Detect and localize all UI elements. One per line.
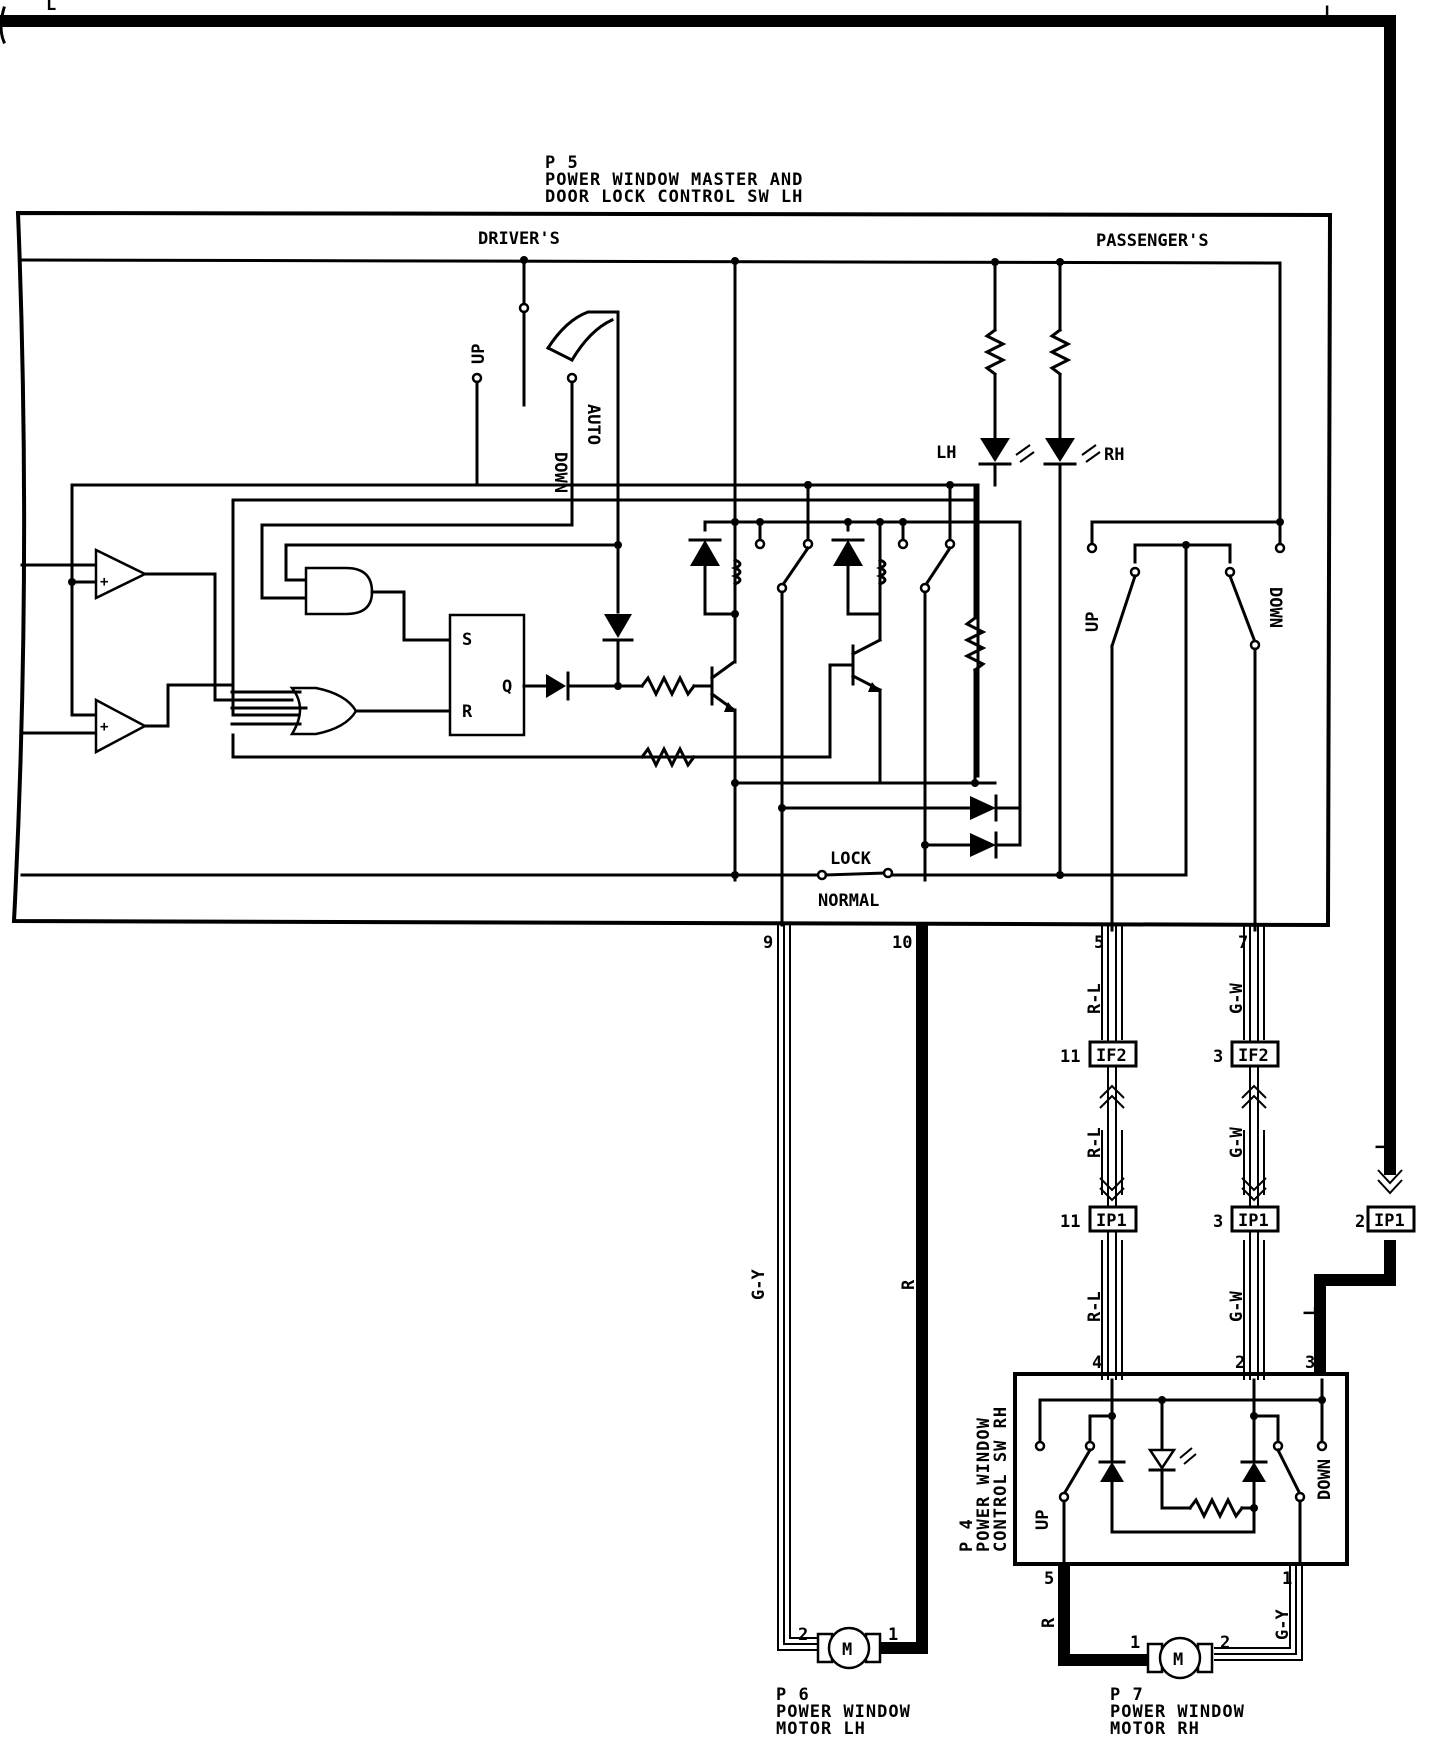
motor-rh: M 1 2 xyxy=(1130,1633,1230,1680)
connector-if2-b: 3 IF2 xyxy=(1213,1040,1280,1068)
wire-label-gw-3: G-W xyxy=(1227,1291,1247,1322)
ip1-b-pin: 3 xyxy=(1213,1212,1223,1232)
motor-lh-name-2: MOTOR LH xyxy=(776,1719,866,1739)
flipflop-r: R xyxy=(462,702,473,722)
drivers-up-label: UP xyxy=(469,344,489,364)
control-switch-rh-wiring xyxy=(1034,1378,1328,1566)
ip1-a-label: IP1 xyxy=(1096,1211,1127,1231)
if2-a-pin: 11 xyxy=(1060,1047,1080,1067)
control-switch-rh-pin-5: 5 xyxy=(1044,1569,1054,1589)
wire-label-rl-3: R-L xyxy=(1085,1291,1105,1322)
lock-label: LOCK xyxy=(830,849,872,869)
wire-rl xyxy=(1099,925,1125,1380)
ip1-b-label: IP1 xyxy=(1238,1211,1269,1231)
motor-lh-symbol: M xyxy=(842,1640,852,1660)
connector-ip1-b: 3 IP1 xyxy=(1213,1205,1280,1233)
wire-label-l-top-left: L xyxy=(46,0,56,15)
motor-lh-pin-2: 2 xyxy=(798,1625,808,1645)
led-rh-label: RH xyxy=(1104,445,1124,465)
wire-label-l-top-right: L xyxy=(1324,3,1334,23)
motor-rh-symbol: M xyxy=(1173,1650,1183,1670)
motor-lh-pin-1: 1 xyxy=(888,1625,898,1645)
led-lh-label: LH xyxy=(936,443,956,463)
control-switch-rh-pin-2: 2 xyxy=(1235,1353,1245,1373)
motor-rh-name-1: POWER WINDOW xyxy=(1110,1702,1245,1722)
ip1-c-label: IP1 xyxy=(1374,1211,1405,1231)
control-switch-rh-name-1: POWER WINDOW xyxy=(974,1417,994,1552)
master-pin-5: 5 xyxy=(1094,933,1104,953)
connector-if2-a: 11 IF2 xyxy=(1060,1040,1138,1068)
control-switch-rh-up-label: UP xyxy=(1033,1510,1053,1530)
master-pin-9: 9 xyxy=(763,933,773,953)
ip1-a-pin: 11 xyxy=(1060,1212,1080,1232)
control-switch-rh-title: P 4 POWER WINDOW CONTROL SW RH xyxy=(957,1406,1011,1552)
wire-label-r-bottom: R xyxy=(1039,1617,1059,1628)
wire-label-r-left: R xyxy=(899,1279,919,1290)
flipflop-s: S xyxy=(462,630,472,650)
motor-lh-name-1: POWER WINDOW xyxy=(776,1702,911,1722)
motor-lh-title: P 6 POWER WINDOW MOTOR LH xyxy=(776,1685,911,1739)
drivers-auto-label: AUTO xyxy=(583,404,603,445)
master-switch-name-2: DOOR LOCK CONTROL SW LH xyxy=(545,187,803,207)
if2-b-label: IF2 xyxy=(1238,1046,1269,1066)
control-switch-rh-code: P 4 xyxy=(957,1518,977,1552)
master-switch-title: P 5 POWER WINDOW MASTER AND DOOR LOCK CO… xyxy=(545,153,803,207)
master-switch-name-1: POWER WINDOW MASTER AND xyxy=(545,170,803,190)
wire-gy-bottom xyxy=(1214,1564,1303,1661)
master-pin-10: 10 xyxy=(892,933,912,953)
master-switch-code: P 5 xyxy=(545,153,579,173)
ip1-c-pin: 2 xyxy=(1355,1212,1365,1232)
master-switch-outline xyxy=(11,210,1333,928)
motor-rh-name-2: MOTOR RH xyxy=(1110,1719,1200,1739)
wire-r-left xyxy=(880,925,928,1654)
if2-a-label: IF2 xyxy=(1096,1046,1127,1066)
comp2-symbol: + xyxy=(100,719,108,735)
drivers-down-label: DOWN xyxy=(550,452,570,493)
wire-gy-left xyxy=(777,925,818,1651)
wire-label-gy-left: G-Y xyxy=(749,1269,769,1300)
control-switch-rh-outline xyxy=(1013,1372,1349,1566)
control-switch-rh-down-label: DOWN xyxy=(1315,1459,1335,1500)
control-switch-rh-pin-3: 3 xyxy=(1305,1353,1315,1373)
wire-label-gy-bottom: G-Y xyxy=(1273,1609,1293,1640)
control-switch-rh-name-2: CONTROL SW RH xyxy=(991,1406,1011,1552)
wire-label-rl-2: R-L xyxy=(1085,1127,1105,1158)
wire-gw xyxy=(1241,925,1267,1380)
wire-l-top xyxy=(0,6,1403,1195)
passengers-up-label: UP xyxy=(1083,612,1103,632)
drivers-label: DRIVER'S xyxy=(478,229,560,249)
comp1-symbol: + xyxy=(100,574,108,590)
wire-label-gw-1: G-W xyxy=(1227,983,1247,1014)
if2-b-pin: 3 xyxy=(1213,1047,1223,1067)
wire-label-rl-1: R-L xyxy=(1085,983,1105,1014)
motor-rh-pin-2: 2 xyxy=(1220,1633,1230,1653)
control-switch-rh-pin-1: 1 xyxy=(1282,1569,1292,1589)
motor-rh-pin-1: 1 xyxy=(1130,1633,1140,1653)
wire-l-lower xyxy=(1314,1240,1396,1376)
motor-rh-title: P 7 POWER WINDOW MOTOR RH xyxy=(1110,1685,1245,1739)
connector-ip1-a: 11 IP1 xyxy=(1060,1205,1138,1233)
control-switch-rh-pin-4: 4 xyxy=(1092,1353,1102,1373)
wire-label-l-lower: L xyxy=(1301,1306,1321,1316)
wire-label-l-vertical: L xyxy=(1373,1140,1393,1150)
motor-rh-code: P 7 xyxy=(1110,1685,1144,1705)
master-internal-wiring: + + xyxy=(20,256,1286,932)
passengers-down-label: DOWN xyxy=(1265,587,1285,628)
wire-r-bottom xyxy=(1058,1564,1150,1666)
connector-ip1-c: 2 IP1 xyxy=(1355,1205,1416,1233)
motor-lh-code: P 6 xyxy=(776,1685,810,1705)
flipflop-q: Q xyxy=(502,677,512,697)
normal-label: NORMAL xyxy=(818,891,879,911)
passengers-label: PASSENGER'S xyxy=(1096,231,1209,251)
wire-label-gw-2: G-W xyxy=(1227,1127,1247,1158)
motor-lh: M 2 1 xyxy=(798,1625,898,1670)
